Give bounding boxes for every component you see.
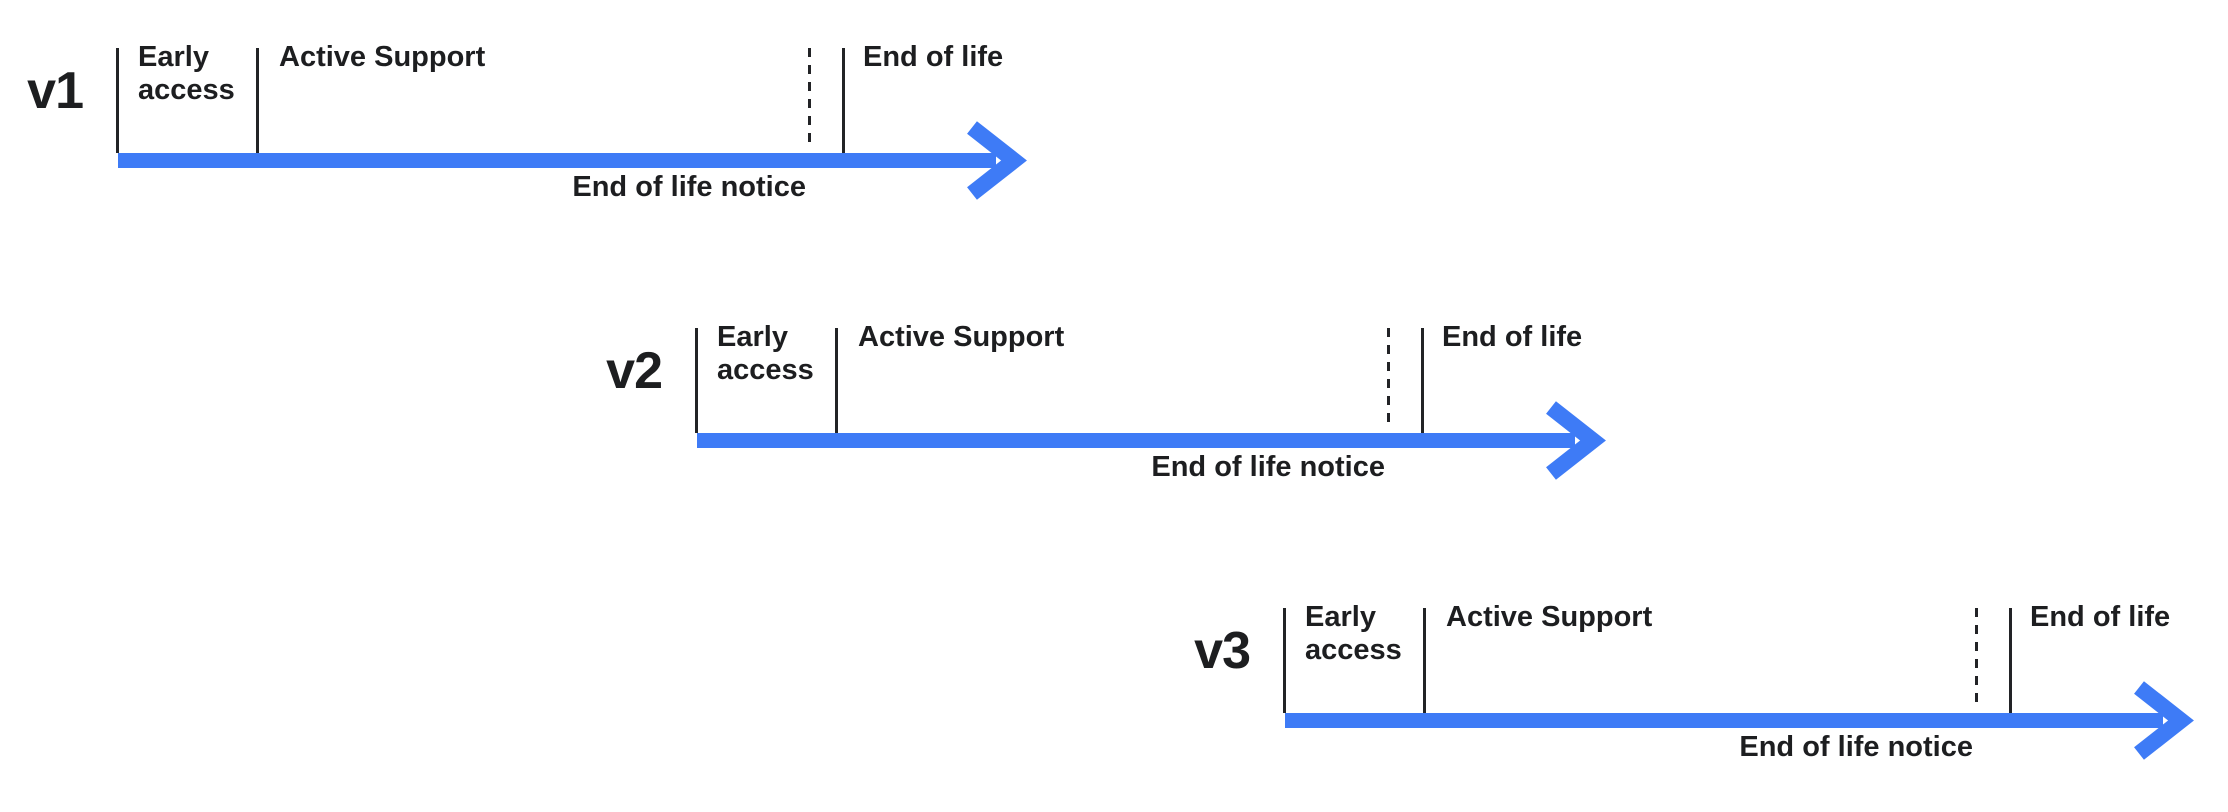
early-access-label: Early access <box>138 41 235 106</box>
end-of-life-label: End of life <box>863 41 1004 73</box>
end-of-life-label: End of life <box>2030 601 2171 633</box>
timeline-arrow <box>697 401 1606 480</box>
end-of-life-label: End of life <box>1442 321 1583 353</box>
tick-early-access-start <box>116 48 119 153</box>
tick-active-support-start <box>1423 608 1426 713</box>
tick-end-of-life <box>2009 608 2012 713</box>
eol-notice-label: End of life notice <box>572 171 806 203</box>
active-support-label: Active Support <box>1446 601 1653 633</box>
timeline-v2: v2 Early access Active Support End of li… <box>606 321 1617 495</box>
timeline-v1: v1 Early access Active Support End of li… <box>27 41 1038 215</box>
version-label: v3 <box>1194 622 1251 680</box>
eol-notice-label: End of life notice <box>1151 451 1385 483</box>
arrow-head-icon <box>2134 681 2194 760</box>
tick-end-of-life <box>842 48 845 153</box>
active-support-label: Active Support <box>279 41 486 73</box>
tick-eol-notice-dashed <box>1975 608 1978 709</box>
tick-active-support-start <box>256 48 259 153</box>
tick-eol-notice-dashed <box>1387 328 1390 429</box>
arrow-head-icon <box>967 121 1027 200</box>
arrow-head-icon <box>1546 401 1606 480</box>
version-label: v2 <box>606 342 663 400</box>
timeline-v3: v3 Early access Active Support End of li… <box>1194 601 2205 775</box>
tick-early-access-start <box>1283 608 1286 713</box>
tick-end-of-life <box>1421 328 1424 433</box>
tick-eol-notice-dashed <box>808 48 811 149</box>
eol-notice-label: End of life notice <box>1739 731 1973 763</box>
tick-early-access-start <box>695 328 698 433</box>
timeline-arrow <box>1285 681 2194 760</box>
timeline-arrow <box>118 121 1027 200</box>
early-access-label: Early access <box>717 321 814 386</box>
early-access-label: Early access <box>1305 601 1402 666</box>
version-label: v1 <box>27 62 84 120</box>
active-support-label: Active Support <box>858 321 1065 353</box>
tick-active-support-start <box>835 328 838 433</box>
